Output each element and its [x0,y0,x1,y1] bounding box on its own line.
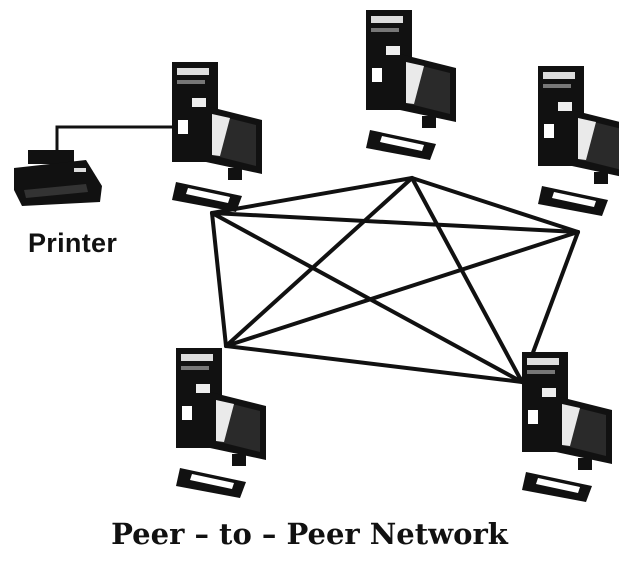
desktop-computer-icon [366,10,456,160]
desktop-computer-icon [172,62,262,212]
network-link [210,211,228,348]
network-link [210,176,414,215]
network-link [224,176,414,348]
network-link [224,230,580,348]
printer-label: Printer [28,228,118,258]
desktop-computer-icon [522,352,612,502]
network-link [410,176,580,234]
printer-icon [14,150,102,206]
printer-cable [55,125,178,157]
desktop-computer-icon [538,66,619,216]
network-link [210,211,524,384]
network-links [210,176,580,384]
network-link [210,211,580,234]
desktop-computer-icon [176,348,266,498]
network-link [410,176,524,384]
network-link [224,344,524,384]
diagram-caption: Peer – to – Peer Network [111,517,508,551]
